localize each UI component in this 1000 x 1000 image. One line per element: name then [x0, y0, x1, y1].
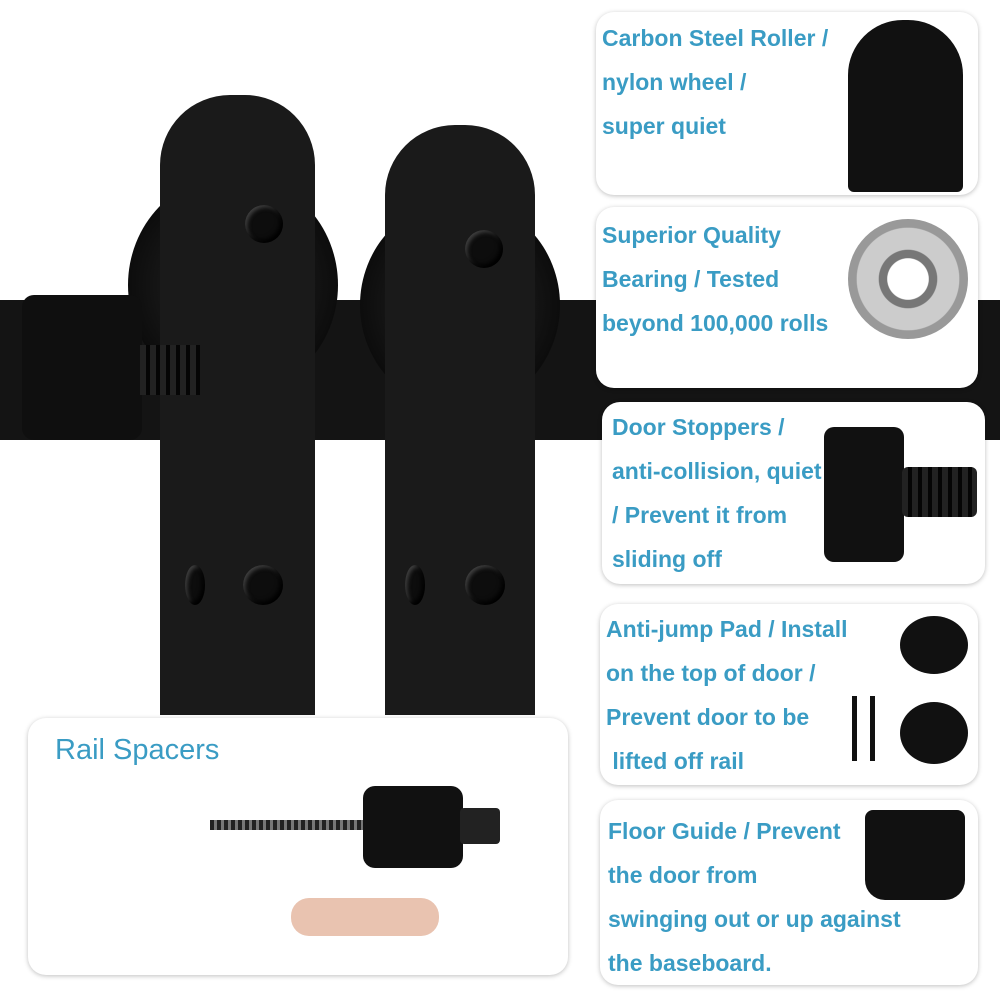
nut-icon: [185, 565, 205, 605]
feature-text: swinging out or up against: [608, 906, 901, 932]
spacer-icon: [363, 786, 463, 868]
floor-guide-icon: [865, 810, 965, 900]
feature-text: Superior Quality: [602, 222, 781, 248]
feature-panel-anti-jump: Anti-jump Pad / Install on the top of do…: [600, 604, 978, 785]
feature-text: nylon wheel /: [602, 69, 747, 95]
hanger-strap: [385, 125, 535, 715]
door-stopper-icon: [824, 427, 904, 562]
feature-text: super quiet: [602, 113, 726, 139]
bolt-icon: [245, 205, 283, 243]
feature-panel-roller: Carbon Steel Roller / nylon wheel / supe…: [596, 12, 978, 195]
feature-text: sliding off: [612, 546, 722, 572]
hanger-strap: [160, 95, 315, 715]
screw-icon: [870, 696, 875, 761]
feature-text: the door from: [608, 862, 758, 888]
feature-panel-floor-guide: Floor Guide / Prevent the door from swin…: [600, 800, 978, 985]
feature-text: Door Stoppers /: [612, 414, 785, 440]
rail-spacers-panel: Rail Spacers: [28, 718, 568, 975]
stopper-spring: [140, 345, 200, 395]
feature-text: Prevent door to be: [606, 704, 810, 730]
spacer-nut-icon: [460, 808, 500, 844]
bearing-icon: [848, 219, 968, 339]
anti-jump-pad-icon: [900, 702, 968, 764]
feature-text: / Prevent it from: [612, 502, 788, 528]
anti-jump-pad-icon: [900, 616, 968, 674]
feature-text: the baseboard.: [608, 950, 772, 976]
feature-text: Carbon Steel Roller /: [602, 25, 829, 51]
rail-spacers-title: Rail Spacers: [55, 734, 220, 766]
feature-text: lifted off rail: [606, 748, 744, 774]
nut-icon: [243, 565, 283, 605]
feature-text: Floor Guide / Prevent: [608, 818, 841, 844]
feature-text: anti-collision, quiet: [612, 458, 822, 484]
feature-text: on the top of door /: [606, 660, 816, 686]
feature-text: beyond 100,000 rolls: [602, 310, 829, 336]
nut-icon: [405, 565, 425, 605]
nut-icon: [465, 565, 505, 605]
feature-text: Anti-jump Pad / Install: [606, 616, 848, 642]
roller-icon: [848, 20, 963, 192]
feature-text: Bearing / Tested: [602, 266, 780, 292]
wood-dowel-icon: [291, 898, 439, 936]
door-stopper: [22, 295, 142, 440]
bolt-icon: [465, 230, 503, 268]
lag-screw-icon: [210, 820, 370, 830]
stopper-spring: [902, 467, 977, 517]
screw-icon: [852, 696, 857, 761]
feature-panel-bearing: Superior Quality Bearing / Tested beyond…: [596, 207, 978, 388]
feature-panel-stopper: Door Stoppers / anti-collision, quiet / …: [602, 402, 985, 584]
